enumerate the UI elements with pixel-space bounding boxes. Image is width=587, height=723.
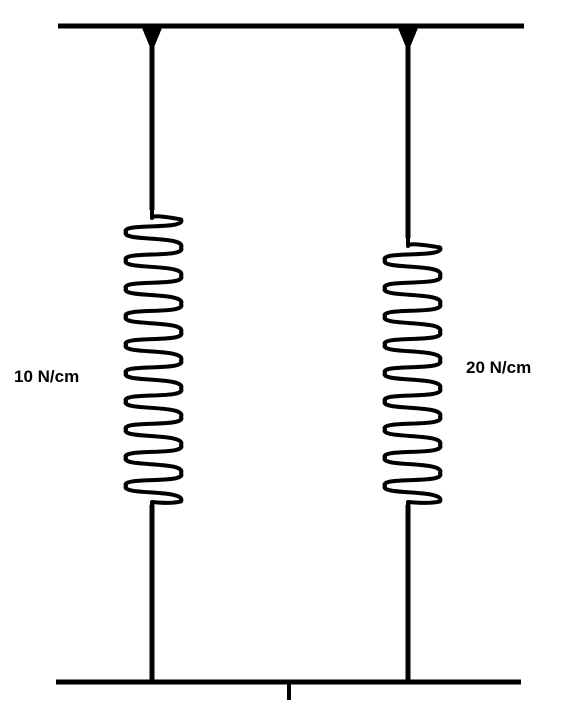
left-spring-coil <box>123 210 184 510</box>
right-spring-label: 20 N/cm <box>466 358 531 377</box>
right-spring-coil <box>382 238 443 510</box>
left-spring-label: 10 N/cm <box>14 367 79 386</box>
